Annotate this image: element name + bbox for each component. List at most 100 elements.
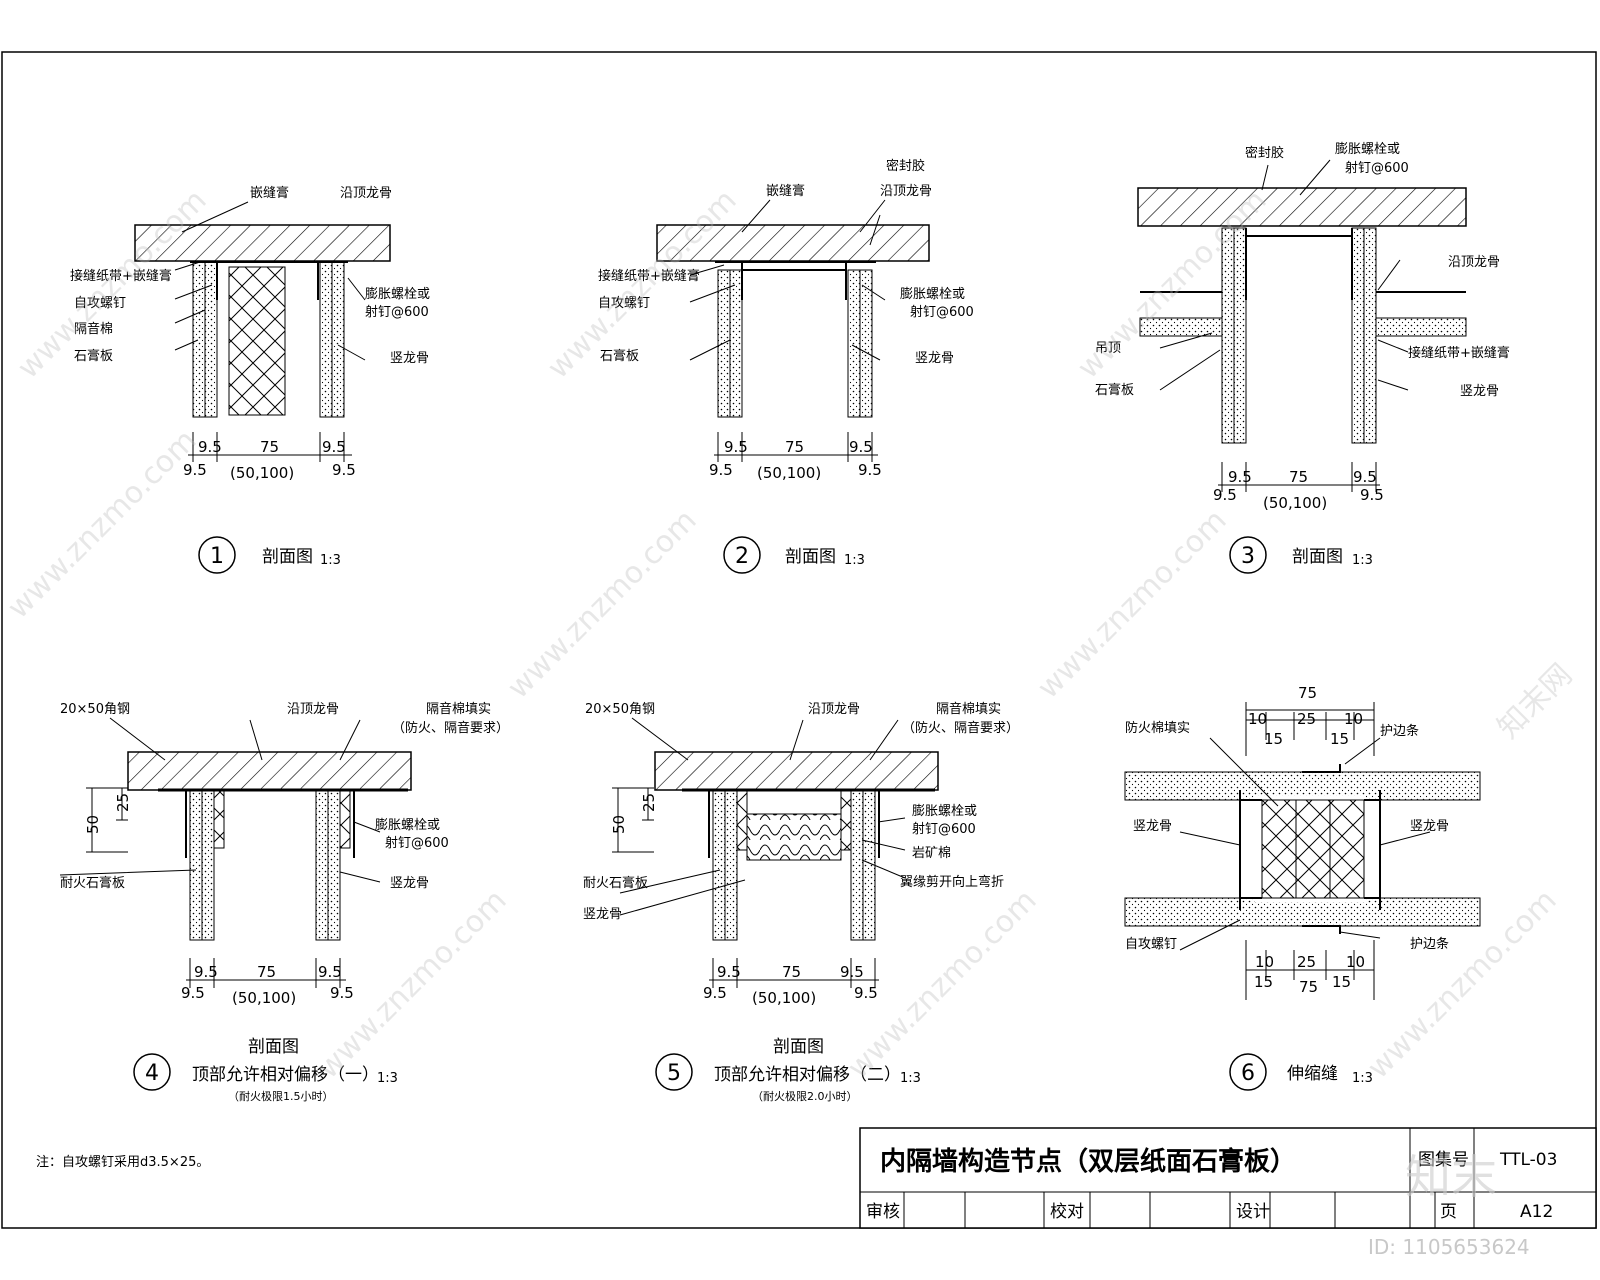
gypsum-board [319, 261, 333, 418]
check-label: 校对 [1050, 1202, 1084, 1222]
dim-text: 75 [782, 963, 801, 981]
label: 竖龙骨 [390, 876, 429, 891]
insulation [736, 789, 748, 851]
page-number: A12 [1520, 1202, 1553, 1222]
gypsum-board [192, 261, 206, 418]
label: 防火棉填实 [1125, 720, 1190, 736]
detail-caption: 剖面图 [248, 1037, 299, 1057]
label: 射钉@600 [1345, 160, 1409, 176]
label: 耐火石膏板 [583, 875, 648, 891]
detail-4: 50 25 20×50角钢 沿顶龙骨 隔音棉填实 （防火、隔音要求） 膨胀螺栓或… [59, 701, 509, 1103]
label: 耐火石膏板 [60, 875, 125, 891]
insulation [840, 789, 852, 851]
label: 吊顶 [1095, 341, 1121, 356]
leader-lines [619, 717, 906, 916]
dim-text: 9.5 [1353, 468, 1377, 486]
dim-text: 9.5 [181, 984, 205, 1002]
watermark-text: www.znzmo.com [1, 423, 204, 626]
dim-text: 9.5 [330, 984, 354, 1002]
design-label: 设计 [1236, 1202, 1270, 1222]
label: 竖龙骨 [583, 907, 622, 922]
gypsum-board [189, 789, 203, 941]
label: 竖龙骨 [1133, 819, 1172, 834]
top-track [1140, 228, 1466, 300]
dim-text: 25 [1297, 710, 1316, 728]
label: 射钉@600 [385, 835, 449, 851]
dim-text: 75 [260, 438, 279, 456]
dim-text: 15 [1330, 730, 1349, 748]
label: 接缝纸带+嵌缝膏 [598, 268, 700, 284]
detail-number: 6 [1241, 1061, 1255, 1086]
detail-number-circle [723, 536, 761, 574]
label: 石膏板 [1095, 382, 1134, 398]
detail-caption: 剖面图 [1292, 547, 1343, 567]
dim-text: 9.5 [322, 438, 346, 456]
gypsum-board [850, 789, 864, 941]
label: 膨胀螺栓或 [375, 818, 440, 833]
label: 嵌缝膏 [766, 183, 805, 199]
dim-text: 25 [1297, 953, 1316, 971]
watermark-brand: 知末网 [1491, 657, 1579, 745]
leader-lines [689, 199, 886, 361]
dim-text: 75 [1299, 978, 1318, 996]
fireproof-insulation [1261, 799, 1297, 899]
gypsum-board [859, 269, 873, 418]
sheet-border [1, 51, 1597, 1229]
detail-scale: 1:3 [1352, 1071, 1373, 1086]
detail-scale: 1:3 [377, 1071, 398, 1086]
dim-text: 10 [1248, 710, 1267, 728]
sheet-label: 图集号 [1418, 1150, 1469, 1170]
dim-text: 9.5 [854, 984, 878, 1002]
label: 沿顶龙骨 [287, 702, 339, 717]
watermark-text: www.znzmo.com [1031, 503, 1234, 706]
watermark-text: www.znzmo.com [501, 503, 704, 706]
label: 竖龙骨 [1460, 384, 1499, 399]
detail-number: 1 [210, 544, 224, 569]
gypsum-board [1351, 227, 1365, 444]
watermark-logo: 知末 [1405, 1150, 1497, 1204]
detail-number: 3 [1241, 544, 1255, 569]
label: 膨胀螺栓或 [912, 804, 977, 819]
label: 竖龙骨 [1410, 819, 1449, 834]
label: （防火、隔音要求） [392, 720, 509, 736]
concrete-slab [656, 224, 930, 262]
dimension-line [186, 958, 346, 988]
drawing-title: 内隔墙构造节点（双层纸面石膏板） [880, 1146, 1296, 1177]
dim-text: 75 [1298, 684, 1317, 702]
dim-text: 9.5 [194, 963, 218, 981]
dim-text: 75 [785, 438, 804, 456]
dim-text: 25 [114, 793, 132, 812]
dim-text: 75 [257, 963, 276, 981]
detail-6: 防火棉填实 护边条 竖龙骨 竖龙骨 自攻螺钉 护边条 75 10 25 10 1… [1124, 684, 1481, 1091]
label: 射钉@600 [365, 304, 429, 320]
detail-note: （耐火极限1.5小时） [228, 1089, 334, 1103]
insulation [339, 789, 351, 849]
detail-scale: 1:3 [1352, 553, 1373, 568]
gypsum-board [1124, 771, 1481, 801]
dimension-line-top [1245, 702, 1375, 756]
detail-number: 4 [145, 1061, 159, 1086]
detail-1: 嵌缝膏 沿顶龙骨 接缝纸带+嵌缝膏 自攻螺钉 隔音棉 石膏板 膨胀螺栓或 射钉@… [70, 185, 430, 574]
gypsum-board [847, 269, 861, 418]
detail-number-circle [133, 1053, 171, 1091]
label: 隔音棉填实 [426, 701, 491, 717]
detail-5: 50 25 20×50角钢 沿顶龙骨 隔音棉填实 （防火、隔音要求） 膨胀螺栓或… [583, 701, 1019, 1103]
dim-text: 9.5 [1228, 468, 1252, 486]
label: 竖龙骨 [915, 351, 954, 366]
gypsum-board [327, 789, 341, 941]
general-note: 注：自攻螺钉采用d3.5×25。 [36, 1155, 209, 1170]
label: 石膏板 [600, 348, 639, 364]
dim-text: 9.5 [1213, 486, 1237, 504]
detail-scale: 1:3 [844, 553, 865, 568]
dim-text: 9.5 [709, 461, 733, 479]
label: 隔音棉 [74, 321, 113, 337]
dim-text: (50,100) [232, 989, 296, 1007]
detail-caption: 剖面图 [262, 547, 313, 567]
label: 膨胀螺栓或 [900, 287, 965, 302]
title-block: 内隔墙构造节点（双层纸面石膏板） 图集号 TTL-03 审核 校对 设计 页 A… [859, 1127, 1597, 1229]
gypsum-board [1233, 227, 1247, 444]
label: 岩矿棉 [912, 846, 951, 861]
leader-lines [174, 201, 366, 361]
leader-lines [59, 717, 381, 883]
